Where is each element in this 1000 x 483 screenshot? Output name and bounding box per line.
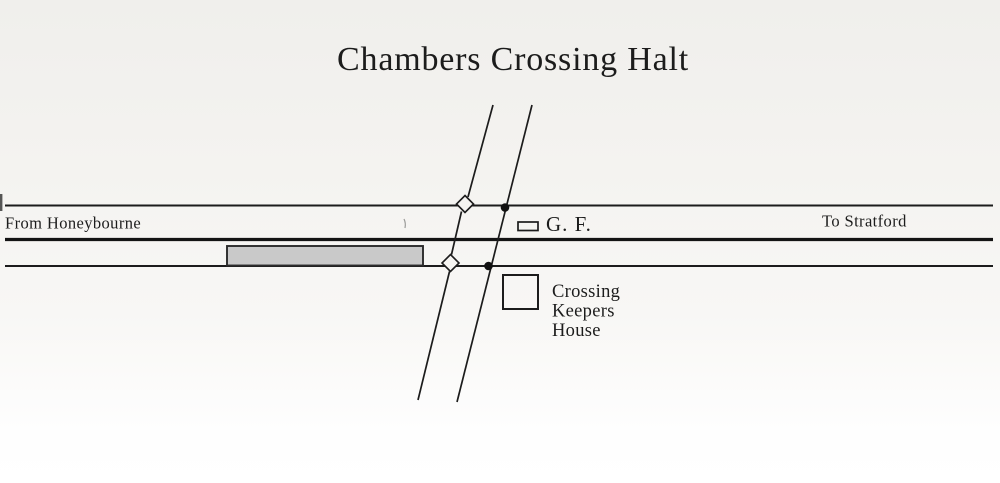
right-direction-label: To Stratford bbox=[822, 212, 907, 231]
left-direction-label: From Honeybourne bbox=[5, 214, 141, 233]
crossing-gate-top-icon bbox=[455, 194, 475, 214]
ground-frame-symbol bbox=[517, 221, 539, 232]
scan-edge-mark bbox=[0, 194, 3, 211]
keepers-house-label-line3: House bbox=[552, 321, 601, 341]
diagram-title: Chambers Crossing Halt bbox=[337, 41, 689, 78]
road-left-line-upper bbox=[467, 104, 494, 198]
keepers-house-label-line2: Keepers bbox=[552, 302, 615, 322]
road-right-line bbox=[456, 104, 533, 403]
keepers-house-label-line1: Crossing bbox=[552, 282, 620, 302]
gate-post-dot-top bbox=[500, 203, 510, 212]
gate-post-dot-bottom bbox=[484, 261, 493, 271]
platform-symbol bbox=[226, 245, 424, 267]
ground-frame-label: G. F. bbox=[546, 212, 592, 236]
road-left-line-lower bbox=[417, 271, 451, 401]
scan-speck bbox=[403, 218, 406, 229]
keepers-house-symbol bbox=[502, 274, 539, 310]
crossing-gate-bottom-icon bbox=[440, 253, 461, 273]
road-left-line-middle bbox=[450, 211, 463, 255]
